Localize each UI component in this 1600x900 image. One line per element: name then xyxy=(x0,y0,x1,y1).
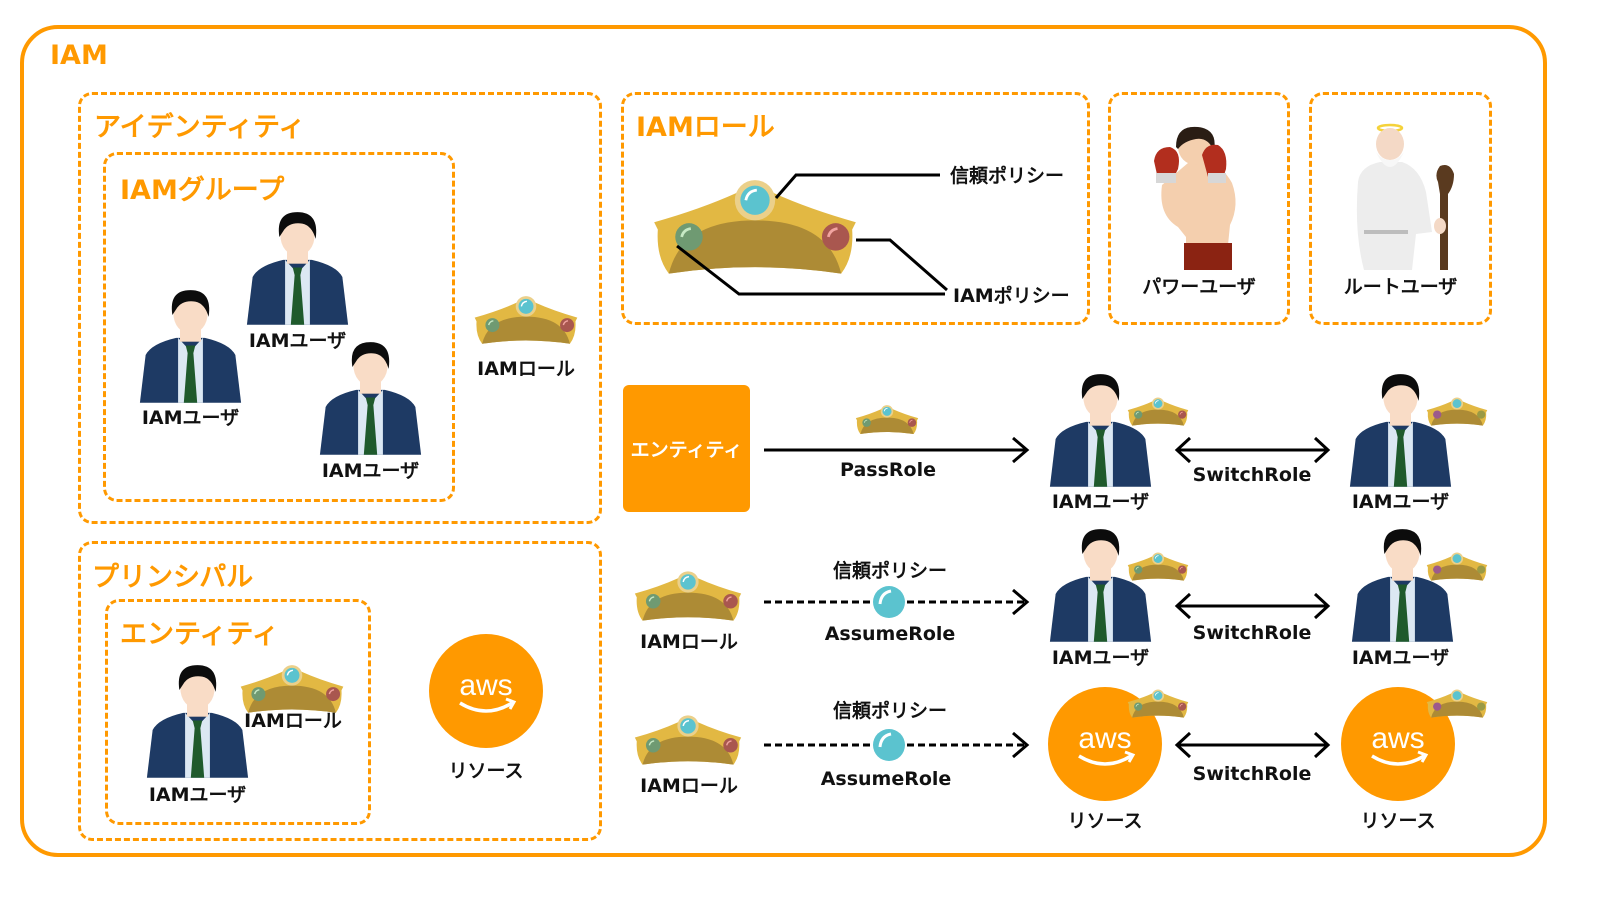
entity-title: エンティティ xyxy=(120,619,279,650)
identity-title: アイデンティティ xyxy=(94,112,306,143)
crown-icon xyxy=(630,563,746,627)
boxer-icon xyxy=(1154,126,1236,270)
user-icon xyxy=(1048,527,1153,642)
entity-source-box: エンティティ xyxy=(623,385,750,512)
flow2-switch-target-label: IAMユーザ xyxy=(1351,647,1450,669)
iam-group-box xyxy=(103,152,455,502)
flow1-target-label: IAMユーザ xyxy=(1051,491,1150,513)
user-icon xyxy=(1350,527,1455,642)
assumerole-label: AssumeRole xyxy=(820,768,952,790)
power-user-box xyxy=(1108,92,1290,325)
flow2-policy-label: 信頼ポリシー xyxy=(832,560,947,582)
crown-icon xyxy=(630,707,746,771)
aws-resource-icon: aws xyxy=(429,634,543,748)
entity-box xyxy=(105,599,371,825)
crown-icon xyxy=(1125,548,1191,584)
flow2-target-label: IAMユーザ xyxy=(1051,647,1150,669)
aws-logo-text: aws xyxy=(459,669,512,702)
passrole-label: PassRole xyxy=(840,459,936,481)
identity-role-label: IAMロール xyxy=(477,358,575,380)
flow3-switch-target-label: リソース xyxy=(1360,810,1436,832)
entity-role-label: IAMロール xyxy=(244,710,342,732)
flow3-policy-label: 信頼ポリシー xyxy=(832,700,947,722)
assumerole-label: AssumeRole xyxy=(824,623,956,645)
flow3-source-label: IAMロール xyxy=(640,775,738,797)
flow3-target-label: リソース xyxy=(1067,810,1143,832)
crown-icon xyxy=(1424,685,1490,721)
flow1-switch-target-label: IAMユーザ xyxy=(1351,491,1450,513)
iam-policy-label: IAMポリシー xyxy=(953,285,1070,307)
principal-title: プリンシパル xyxy=(92,562,254,593)
switchrole-label: SwitchRole xyxy=(1192,622,1312,644)
group-user-label: IAMユーザ xyxy=(248,330,347,352)
switchrole-label: SwitchRole xyxy=(1192,763,1312,785)
root-user-box xyxy=(1309,92,1492,325)
entity-user-label: IAMユーザ xyxy=(148,784,247,806)
group-user-label: IAMユーザ xyxy=(141,407,240,429)
iam-role-title: IAMロール xyxy=(636,112,775,143)
switchrole-label: SwitchRole xyxy=(1192,464,1312,486)
user-icon xyxy=(1348,372,1453,487)
crown-icon xyxy=(1125,685,1191,721)
resource-label: リソース xyxy=(448,760,524,782)
sage-icon xyxy=(1356,123,1454,270)
crown-icon xyxy=(1424,393,1490,429)
root-user-label: ルートユーザ xyxy=(1343,276,1458,298)
aws-resource-icon: aws xyxy=(1341,687,1455,801)
aws-logo-text: aws xyxy=(1371,722,1424,755)
iam-container xyxy=(20,25,1547,857)
user-icon xyxy=(1048,372,1153,487)
iam-title: IAM xyxy=(50,40,108,71)
crown-icon xyxy=(1424,548,1490,584)
crown-icon xyxy=(1125,393,1191,429)
group-user-label: IAMユーザ xyxy=(321,460,420,482)
power-user-label: パワーユーザ xyxy=(1142,276,1256,298)
principal-section xyxy=(78,541,602,841)
aws-logo-text: aws xyxy=(1078,722,1131,755)
identity-section xyxy=(78,92,602,524)
trust-policy-label: 信頼ポリシー xyxy=(950,165,1065,187)
iam-role-section xyxy=(621,92,1090,325)
flow2-source-label: IAMロール xyxy=(640,631,738,653)
iam-group-title: IAMグループ xyxy=(120,175,285,206)
